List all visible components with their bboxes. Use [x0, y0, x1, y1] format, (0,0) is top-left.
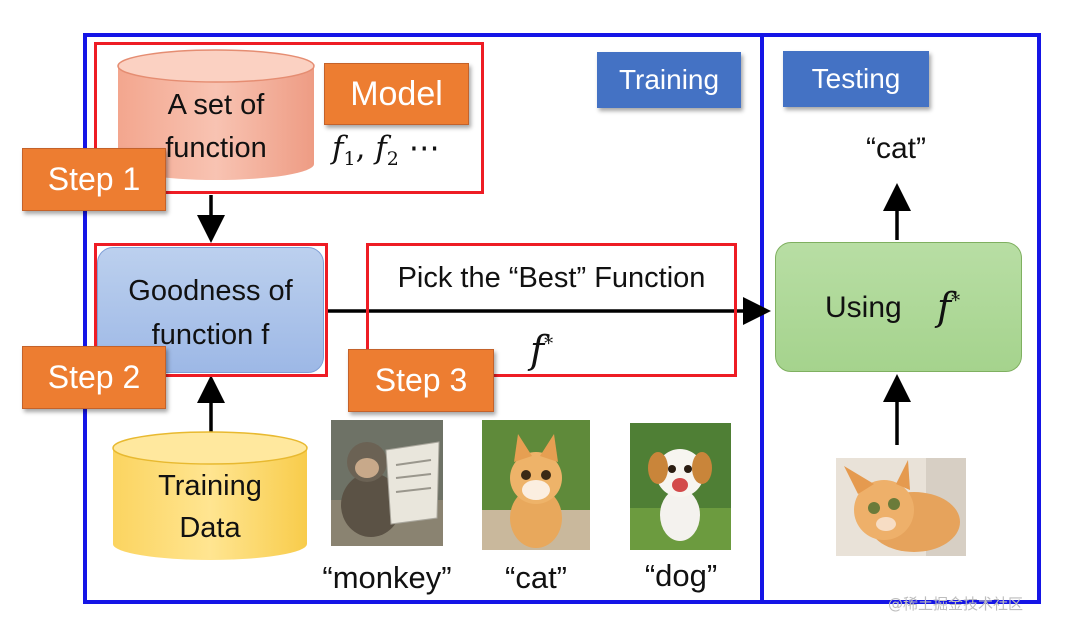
goodness-text: Goodness of function f: [128, 275, 293, 351]
kitten-photo: [482, 420, 590, 550]
caption-dog: “dog”: [644, 558, 718, 593]
step1-tag: Step 1: [22, 148, 166, 211]
monkey-photo: [331, 420, 443, 546]
function-list-formula: f1, f2 ⋯: [332, 130, 440, 171]
model-box: [94, 42, 484, 194]
using-text: Using: [825, 291, 902, 324]
testing-tag: Testing: [783, 51, 929, 107]
pick-box: [366, 243, 737, 377]
training-data-text: Training Data: [158, 470, 262, 544]
step3-tag: Step 3: [348, 349, 494, 412]
caption-cat: “cat”: [505, 560, 567, 595]
function-set-text: A set of function: [165, 89, 267, 164]
using-panel: [775, 242, 1022, 372]
training-data-cylinder: [112, 431, 308, 560]
model-tag: Model: [324, 63, 469, 125]
using-f-star: f*: [937, 285, 961, 329]
caption-monkey: “monkey”: [322, 560, 452, 595]
outer-frame: [83, 33, 1041, 604]
function-set-cylinder: [117, 49, 315, 180]
f-star-formula: f*: [530, 328, 554, 372]
watermark-text: @稀土掘金技术社区: [888, 595, 1024, 613]
puppy-photo: [630, 423, 731, 550]
cat-photo: [836, 458, 966, 556]
training-tag: Training: [597, 52, 741, 108]
step2-tag: Step 2: [22, 346, 166, 409]
pick-best-text: Pick the “Best” Function: [397, 262, 706, 294]
testing-output-label: “cat”: [866, 132, 926, 165]
goodness-box: [94, 243, 328, 377]
